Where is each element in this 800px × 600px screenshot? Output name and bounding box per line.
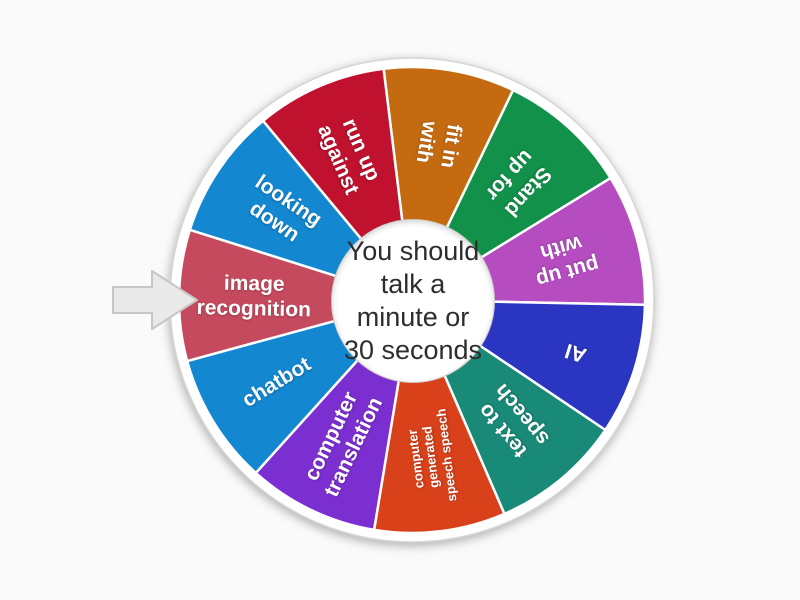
wheel-center-circle[interactable]: You should talk a minute or 30 seconds (331, 219, 495, 383)
spin-pointer-icon (112, 270, 198, 330)
wheel-center-prompt: You should talk a minute or 30 seconds (343, 236, 483, 365)
